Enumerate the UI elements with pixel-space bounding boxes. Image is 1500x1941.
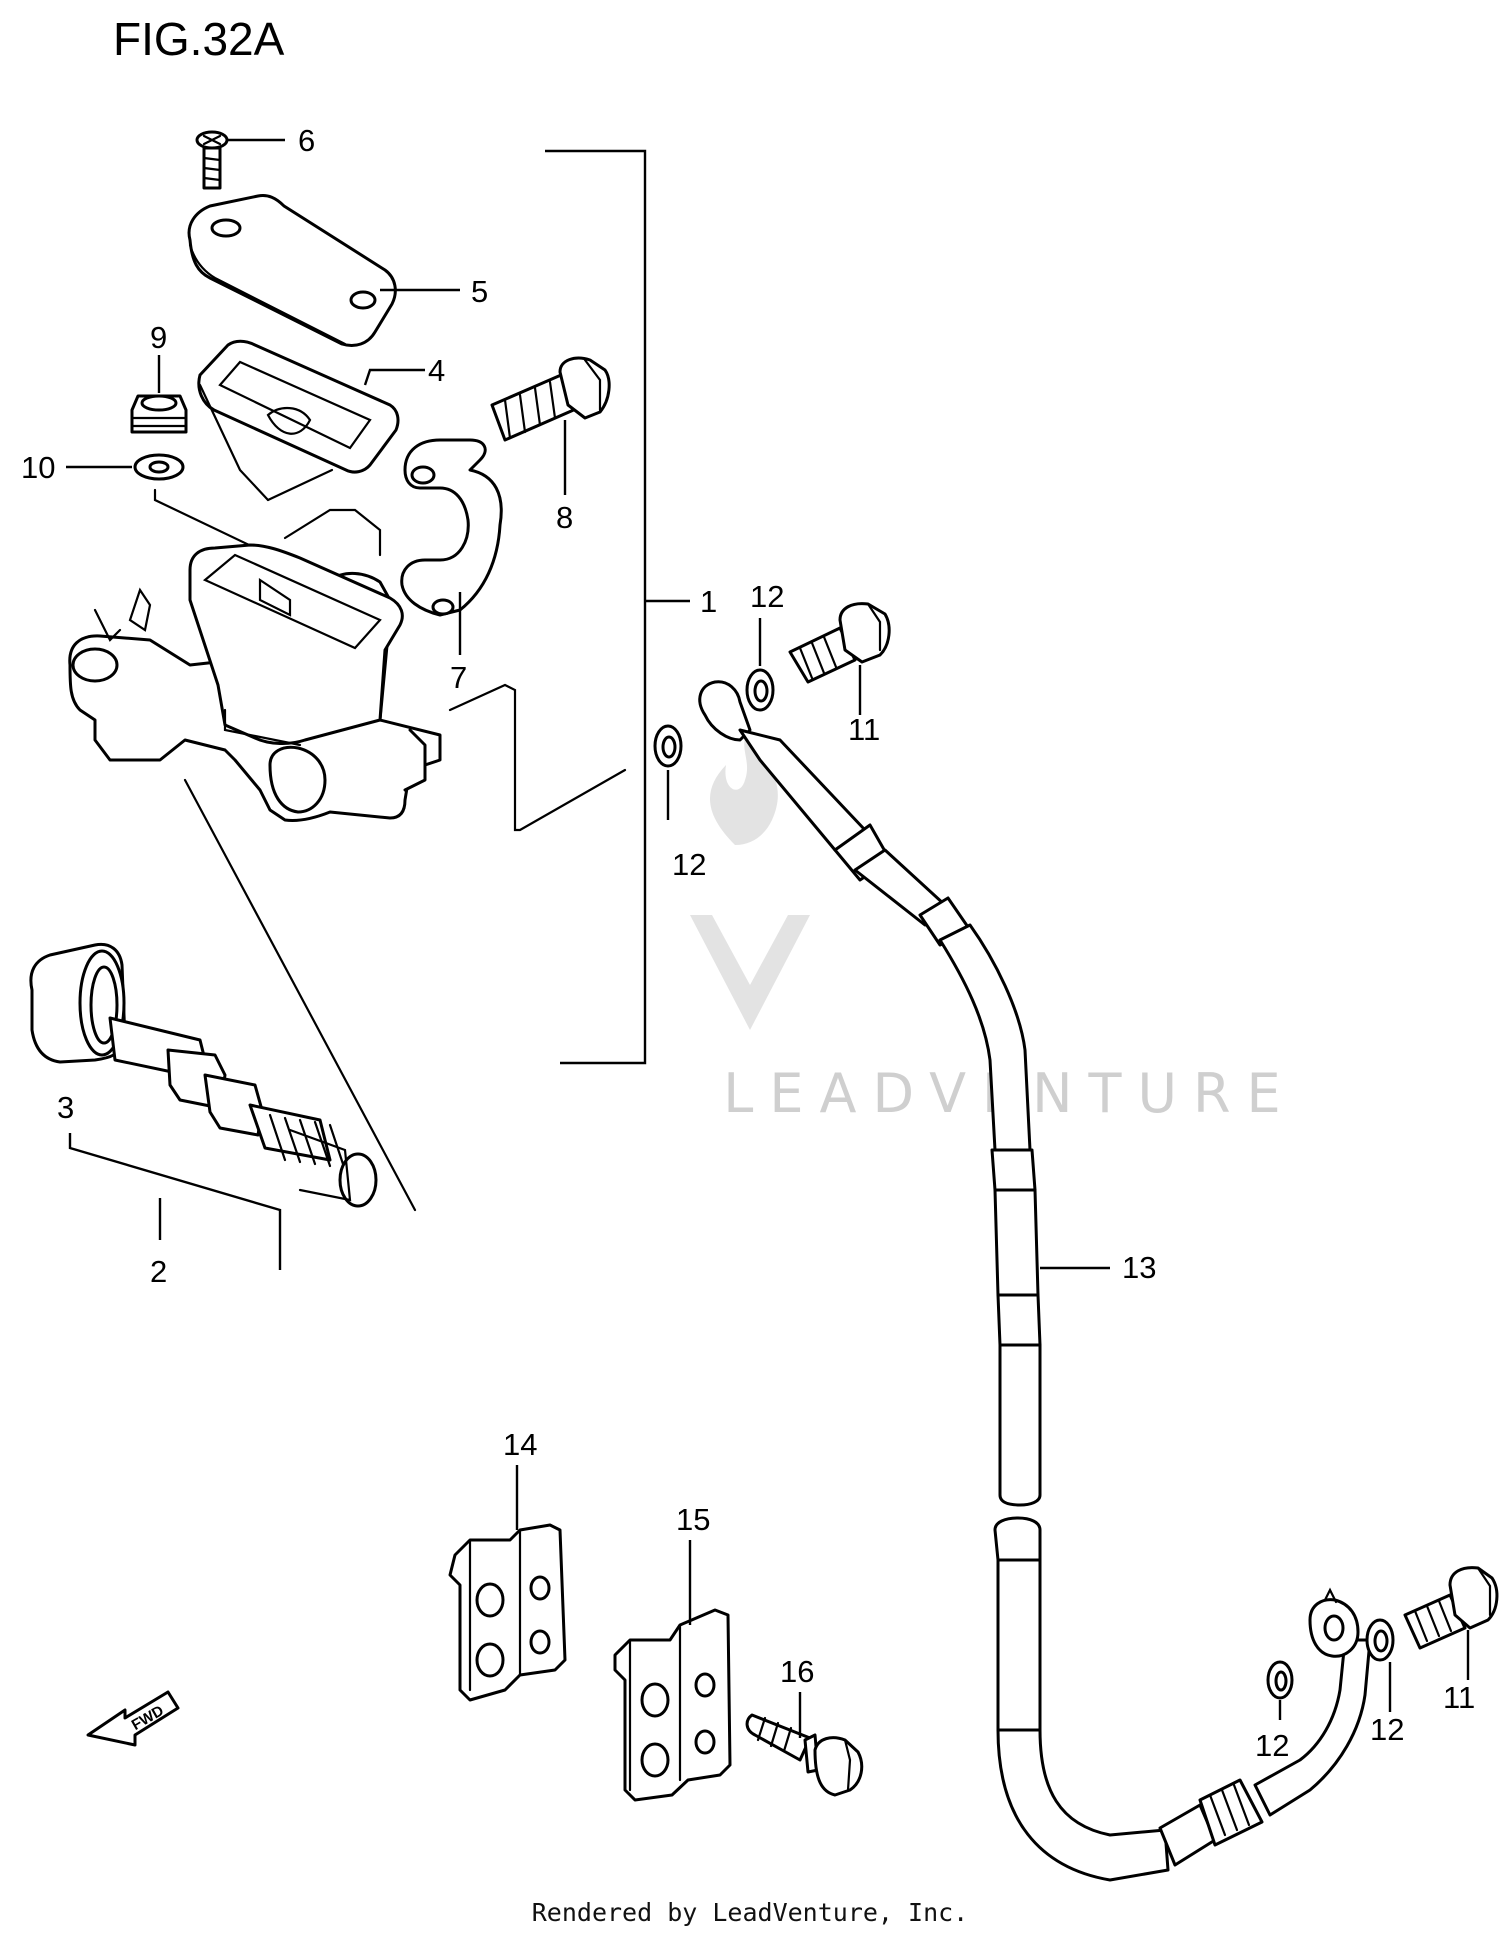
- callout-13: 13: [1122, 1250, 1156, 1285]
- callout-1: 1: [700, 584, 717, 619]
- callout-15: 15: [676, 1502, 710, 1537]
- part-11-banjo-bolt-upper[interactable]: [788, 602, 891, 684]
- master-cylinder-body[interactable]: [68, 508, 442, 822]
- part-12-washer-lower-a[interactable]: [1266, 1660, 1294, 1700]
- leader-3: [68, 1133, 282, 1270]
- callout-7: 7: [450, 660, 467, 695]
- part-13-brake-hose[interactable]: [698, 680, 1372, 1882]
- fwd-arrow-icon: FWD: [86, 1690, 180, 1747]
- callout-4: 4: [428, 353, 445, 388]
- assembly-guide-line-2: [183, 778, 417, 1212]
- callout-3: 3: [57, 1090, 74, 1125]
- part-12-washer-lower-b[interactable]: [1365, 1618, 1395, 1662]
- part-11-banjo-bolt-lower[interactable]: [1403, 1566, 1499, 1650]
- callout-10: 10: [21, 450, 55, 485]
- footer-credit: Rendered by LeadVenture, Inc.: [531, 1898, 969, 1927]
- callout-12-lower-a: 12: [1255, 1728, 1289, 1763]
- leader-10-assembly: [153, 488, 272, 557]
- callout-6: 6: [298, 123, 315, 158]
- part-16-bolt[interactable]: [745, 1713, 864, 1797]
- part-14-hose-guide[interactable]: [448, 1523, 567, 1702]
- figure-title: FIG.32A: [113, 13, 285, 65]
- part-5-reservoir-cap[interactable]: [187, 194, 397, 347]
- part-3-piston-cup[interactable]: [29, 942, 127, 1064]
- callout-12-lower-b: 12: [1370, 1712, 1404, 1747]
- callout-8: 8: [556, 500, 573, 535]
- assembly-1-bracket: [545, 149, 647, 1065]
- callout-12-upper-a: 12: [672, 847, 706, 882]
- part-12-washer-upper-b[interactable]: [745, 668, 775, 712]
- part-9-rubber-cap[interactable]: [130, 394, 188, 434]
- part-7-clamp[interactable]: [400, 438, 503, 617]
- callout-11-lower: 11: [1443, 1680, 1475, 1715]
- part-6-screw[interactable]: [195, 130, 229, 190]
- part-15-hose-guide[interactable]: [613, 1608, 732, 1802]
- callout-12-upper-b: 12: [750, 579, 784, 614]
- part-10-washer[interactable]: [133, 453, 185, 481]
- part-4-diaphragm[interactable]: [197, 339, 400, 502]
- part-2-piston-spring-set[interactable]: [108, 1016, 378, 1208]
- callout-2: 2: [150, 1254, 167, 1289]
- part-8-bolt[interactable]: [490, 356, 611, 442]
- part-12-washer-upper-a[interactable]: [653, 724, 683, 768]
- callout-16: 16: [780, 1654, 814, 1689]
- callout-9: 9: [150, 320, 167, 355]
- callout-5: 5: [471, 274, 488, 309]
- callout-labels: 6 5 4 9 10 8 7 1 12 11 12 3 2 13 14 15 1…: [21, 123, 1475, 1763]
- assembly-guide-line: [448, 683, 627, 832]
- callout-11-upper: 11: [848, 712, 880, 747]
- leader-4: [363, 368, 425, 386]
- callout-14: 14: [503, 1427, 537, 1462]
